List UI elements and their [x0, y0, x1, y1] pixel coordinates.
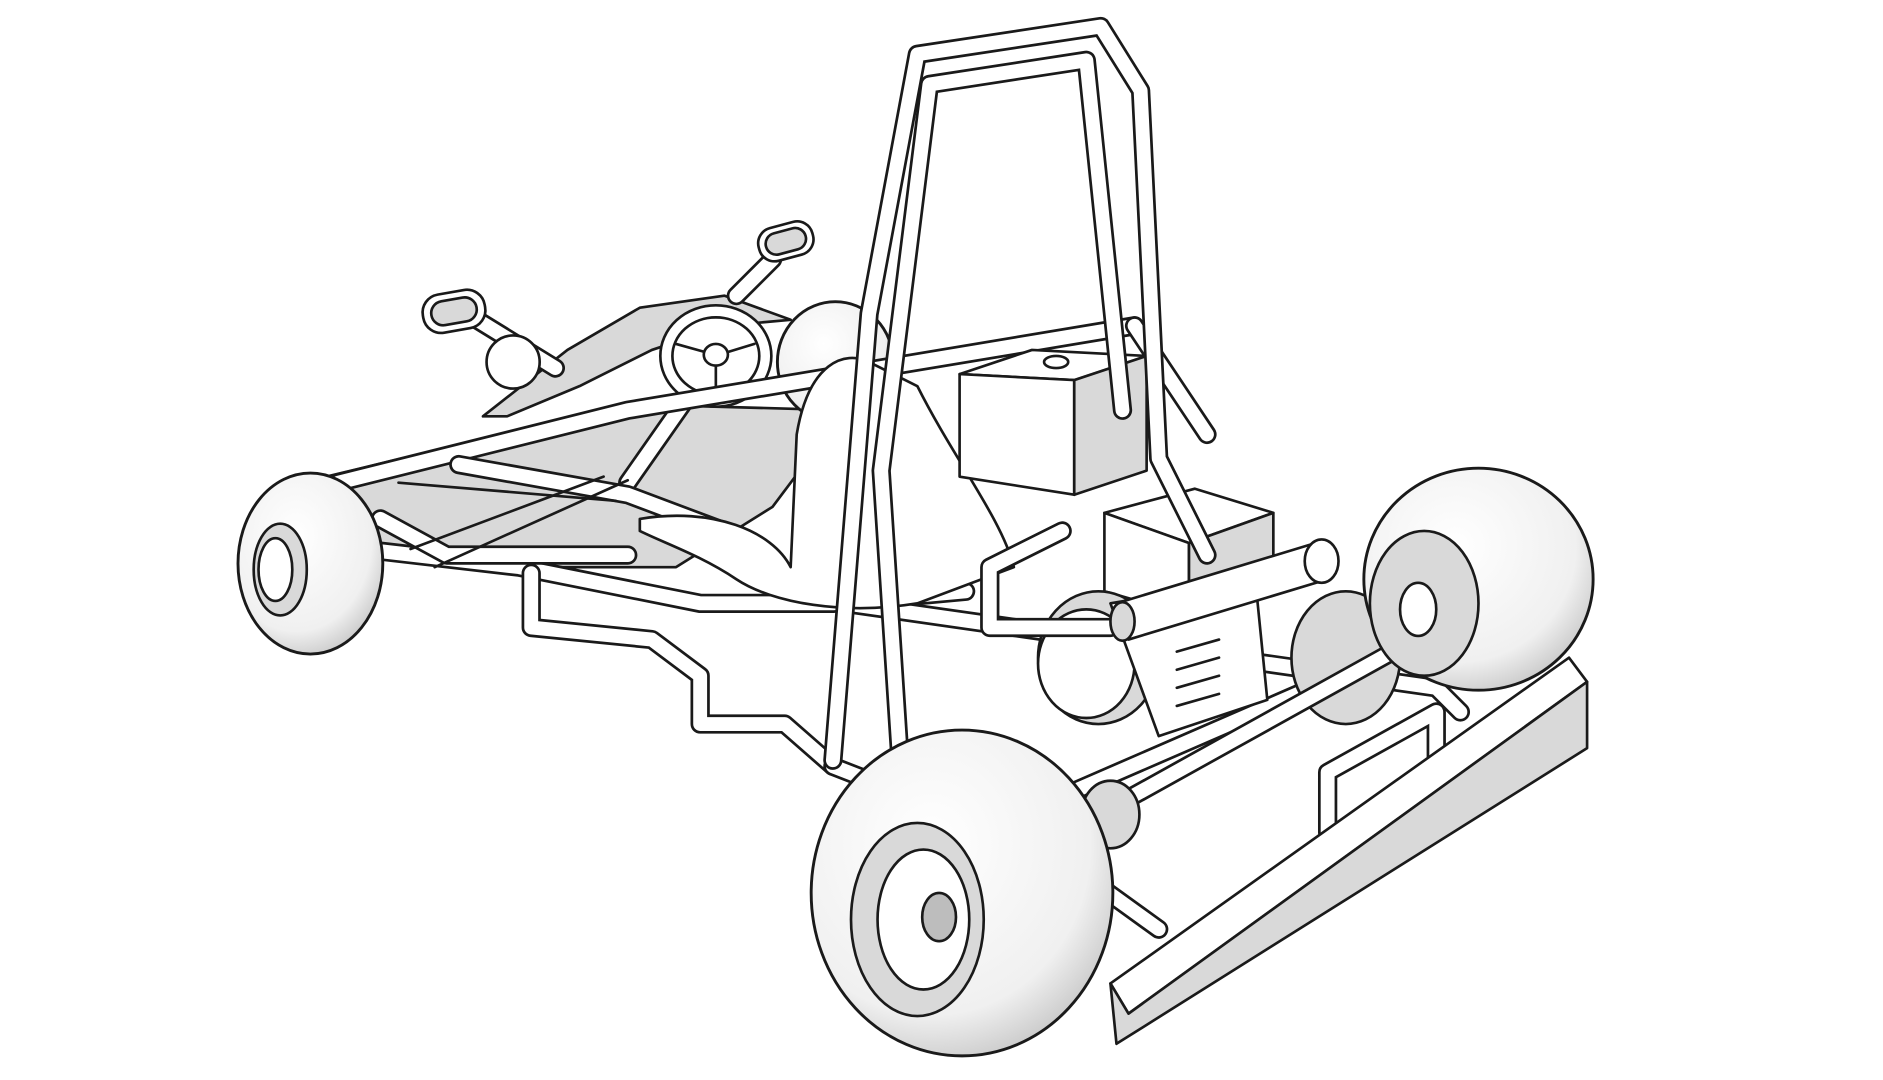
headlight-dome [485, 334, 541, 390]
right-mirror [726, 220, 815, 306]
brake-hub [1398, 581, 1438, 638]
front-left-wheel [236, 471, 385, 656]
rear-bumper [1109, 656, 1589, 1046]
rear-left-wheel [809, 728, 1115, 1058]
roll-cage [823, 16, 1217, 770]
exhaust-muffler [980, 521, 1340, 643]
